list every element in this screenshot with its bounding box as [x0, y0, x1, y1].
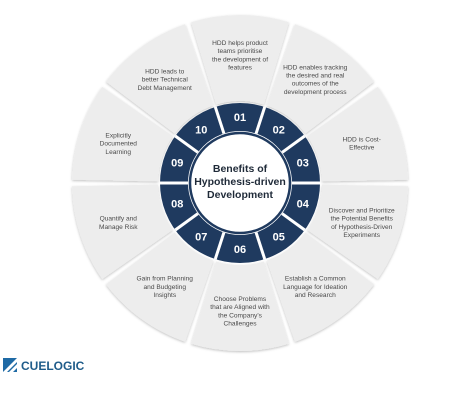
- segment-07-text-line: Insights: [153, 292, 176, 299]
- segment-04-text-line: of Hypothesis-Driven: [331, 224, 393, 231]
- segment-10-text-line: HDD leads to: [145, 68, 185, 75]
- segment-05-number: 05: [273, 231, 285, 243]
- segment-02-text-line: development process: [284, 89, 347, 96]
- segment-02-text-line: outcomes of the: [292, 81, 339, 88]
- segment-10-text-line: Debt Management: [138, 85, 192, 92]
- segment-09-text-line: Explicitly: [105, 132, 131, 139]
- center-circle: [188, 131, 292, 235]
- number-ring: 01 02 03 04 05 06 07 08 09 10: [160, 103, 320, 263]
- segment-08-text-line: Manage Risk: [99, 224, 138, 231]
- segment-07-text-line: and Budgeting: [143, 284, 186, 291]
- segment-01-text-line: features: [228, 65, 253, 72]
- segment-05: [266, 232, 374, 342]
- segment-03-text-line: HDD is Cost-: [343, 137, 381, 144]
- segment-05-text-line: and Research: [295, 292, 336, 299]
- segment-05-text-line: Establish a Common: [285, 276, 346, 283]
- segment-09-number: 09: [171, 158, 183, 170]
- segment-02-number: 02: [273, 125, 285, 137]
- segment-08: [72, 184, 173, 280]
- segment-06-text-line: Challenges: [224, 321, 258, 328]
- segment-09-text-line: Learning: [105, 149, 131, 156]
- segment-02-text-line: HDD enables tracking: [283, 64, 347, 71]
- ring-divider: [281, 212, 306, 232]
- cuelogic-logo: CUELOGIC: [3, 358, 85, 373]
- segment-04-number: 04: [297, 198, 310, 210]
- logo-text: CUELOGIC: [21, 359, 85, 373]
- segment-02-text-line: the desired and real: [286, 73, 345, 80]
- ring-divider: [254, 106, 267, 135]
- segment-06-text-line: that are Aligned with: [210, 304, 270, 311]
- segment-01-number: 01: [234, 112, 246, 124]
- center-title-line-3: Development: [207, 189, 273, 201]
- segment-07-text-line: Gain from Planning: [137, 276, 194, 283]
- center-title-line-2: Hypothesis-driven: [194, 176, 286, 188]
- segment-05-text-line: Language for Ideation: [283, 284, 347, 291]
- segment-03: [307, 86, 408, 182]
- segment-09: [72, 86, 173, 182]
- ring-divider: [213, 231, 226, 260]
- segment-07: [106, 232, 214, 342]
- center-title-line-1: Benefits of: [213, 163, 268, 175]
- ring-divider: [213, 106, 226, 135]
- segment-03-text-line: Effective: [349, 145, 375, 152]
- segment-01-text-line: HDD helps product: [212, 40, 268, 47]
- segment-07-number: 07: [195, 231, 207, 243]
- segment-01-text-line: the development of: [212, 56, 268, 63]
- segment-08-number: 08: [171, 198, 183, 210]
- ring-divider: [174, 212, 199, 232]
- segment-10-text-line: better Technical: [142, 77, 189, 84]
- segment-01: [191, 14, 289, 105]
- segment-10: [106, 24, 214, 134]
- segment-01-text-line: teams prioritise: [218, 48, 263, 55]
- segment-04-text-line: the Potential Benefits: [331, 216, 394, 223]
- segment-06-number: 06: [234, 244, 246, 256]
- segment-08-text-line: Quantify and: [100, 216, 138, 223]
- center-hub: Benefits of Hypothesis-driven Developmen…: [188, 131, 292, 235]
- ring-divider: [254, 231, 267, 260]
- cuelogic-logo-icon: [3, 358, 17, 372]
- ring-divider: [281, 134, 306, 154]
- segment-04-text-line: Experiments: [343, 232, 380, 239]
- segment-06-text-line: Choose Problems: [214, 296, 267, 303]
- ring-divider: [174, 134, 199, 154]
- segment-09-text-line: Documented: [100, 141, 138, 148]
- segment-06: [191, 261, 289, 352]
- segment-04-text-line: Discover and Prioritize: [329, 207, 395, 214]
- segment-10-number: 10: [195, 125, 207, 137]
- segment-03-number: 03: [297, 158, 309, 170]
- segment-02: [266, 24, 374, 134]
- segment-06-text-line: the Company's: [218, 312, 262, 319]
- segment-04: [307, 184, 408, 280]
